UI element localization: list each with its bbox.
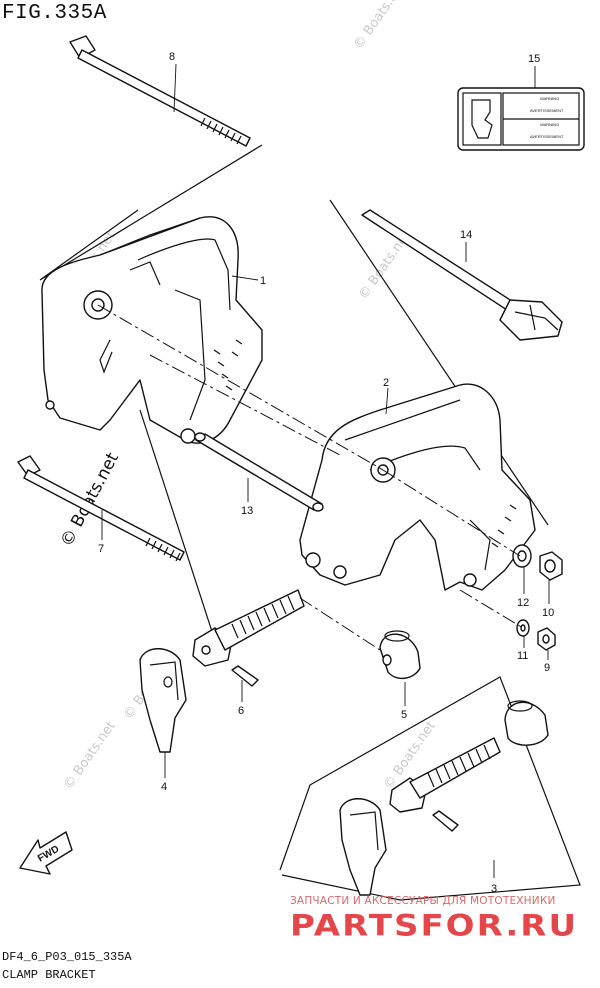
callout-11: 11	[517, 650, 528, 662]
callout-15: 15	[528, 53, 540, 65]
watermark-text: © Boats.net	[351, 0, 409, 52]
label15-warning-4: AVERTISSEMENT	[530, 134, 564, 139]
callout-7: 7	[98, 543, 104, 555]
part-2-clamp-bracket-right	[299, 383, 536, 591]
shop-stamp-tagline: ЗАПЧАСТИ И АКСЕССУАРЫ ДЛЯ МОТОТЕХНИКИ	[290, 895, 556, 907]
callout-2: 2	[383, 377, 389, 389]
part-1-clamp-bracket-left	[41, 216, 263, 444]
part-10-nut	[539, 551, 563, 581]
part-9-nut	[537, 627, 556, 651]
part-15-warning-label: WARNING AVERTISSEMENT WARNING AVERTISSEM…	[457, 87, 585, 151]
callout-5: 5	[401, 709, 407, 721]
part-14-tilt-rod	[361, 209, 563, 341]
callout-13: 13	[241, 505, 253, 517]
part-12-washer	[512, 544, 532, 568]
fwd-arrow-icon: FWD	[19, 831, 73, 875]
figure-title: FIG.335A	[2, 2, 107, 25]
callout-6: 6	[238, 705, 244, 717]
callout-10: 10	[542, 607, 554, 619]
callout-9: 9	[544, 662, 550, 674]
label15-warning-3: WARNING	[540, 122, 559, 127]
callout-numbers: 8 1 2 3 4 5 6 7 9 10 11 12 13 14 15	[98, 51, 554, 895]
part-4-clamp-handle	[139, 648, 187, 753]
label15-warning-1: WARNING	[540, 96, 559, 101]
assembly-centerlines	[97, 304, 524, 651]
part3-group-box	[279, 676, 581, 901]
shop-stamp-logo: PARTSFOR.RU	[290, 909, 579, 943]
part-13-tube	[194, 432, 324, 512]
clamp-screw-upper	[192, 589, 305, 667]
callout-leaders	[101, 63, 550, 878]
diagram-name: CLAMP BRACKET	[2, 968, 96, 982]
part-7-bolt	[17, 455, 185, 562]
callout-8: 8	[169, 51, 175, 63]
part-8-bolt	[69, 35, 251, 147]
part-6-pin	[231, 665, 259, 687]
callout-12: 12	[517, 597, 529, 609]
part-11-washer	[516, 619, 530, 637]
part-5-clamp-pad	[379, 630, 421, 679]
watermark-text: © Boats.net	[61, 719, 119, 793]
callout-1: 1	[260, 275, 266, 287]
assembly-group-outline	[39, 144, 581, 901]
diagram-code: DF4_6_P03_015_335A	[2, 950, 132, 964]
callout-14: 14	[460, 229, 472, 241]
part-3-clamp-screw-assembly	[339, 700, 549, 896]
callout-3: 3	[491, 883, 497, 895]
label15-warning-2: AVERTISSEMENT	[530, 108, 564, 113]
callout-4: 4	[161, 781, 167, 793]
